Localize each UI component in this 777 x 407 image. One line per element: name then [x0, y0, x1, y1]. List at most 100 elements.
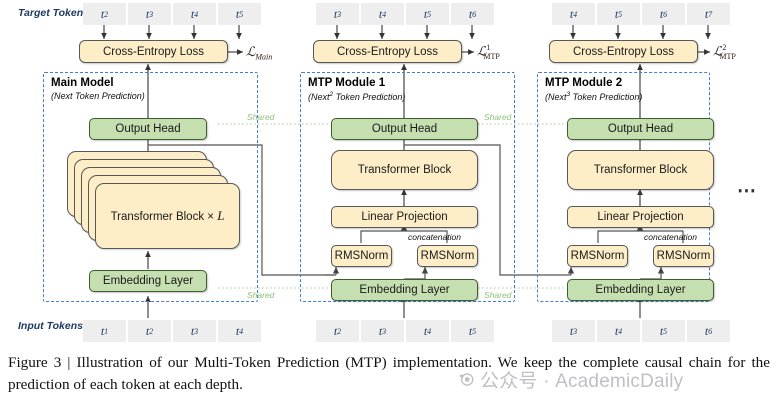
shared-label-embedding-2: Shared [484, 290, 512, 300]
main-model-title: Main Model [51, 77, 114, 89]
output-head-mtp-2: Output Head [567, 118, 714, 140]
token-index: 7 [708, 9, 713, 19]
subtitle-post: Token Prediction) [333, 92, 406, 102]
output-head-main: Output Head [89, 118, 207, 140]
main-model-subtitle: (Next Token Prediction) [51, 91, 145, 101]
loss-cal-symbol: ℒ [477, 43, 487, 59]
subtitle-post: Token Prediction) [570, 92, 643, 102]
mtp-module-2-title: MTP Module 2 [545, 77, 623, 89]
cross-entropy-loss-box: Cross-Entropy Loss [313, 40, 462, 63]
token-index: 3 [194, 326, 199, 336]
token-index: 4 [573, 9, 578, 19]
token-index: 5 [663, 326, 668, 336]
transformer-block-mtp-2: Transformer Block [567, 150, 714, 190]
rmsnorm-left-mtp-1: RMSNorm [331, 245, 392, 267]
token-index: 5 [427, 9, 432, 19]
token-index: 3 [149, 9, 154, 19]
cross-entropy-loss-box: Cross-Entropy Loss [79, 40, 228, 63]
rmsnorm-right-mtp-1: RMSNorm [417, 245, 478, 267]
main-model-container: Main Model (Next Token Prediction) [43, 72, 258, 302]
subtitle-sup: 3 [566, 91, 571, 98]
cross-entropy-loss-box: Cross-Entropy Loss [549, 40, 698, 63]
transformer-block-label: Transformer Block × L [111, 208, 225, 224]
more-modules-ellipsis: ⋯ [737, 181, 758, 202]
mtp-module-1-subtitle: (Next2 Token Prediction) [308, 91, 405, 102]
token-index: 3 [337, 9, 342, 19]
mtp-module-1-container: MTP Module 1 (Next2 Token Prediction) [300, 72, 515, 302]
token-index: 4 [382, 9, 387, 19]
embedding-layer-mtp-2: Embedding Layer [567, 279, 714, 301]
embedding-layer-mtp-1: Embedding Layer [331, 279, 478, 301]
token-index: 2 [337, 326, 342, 336]
subtitle-sup: 2 [329, 91, 334, 98]
loss-subscript: MTP [483, 51, 500, 61]
shared-label-output-head-1: Shared [247, 112, 275, 122]
loss-symbol-mtp-2: ℒ2MTP [713, 43, 736, 61]
linear-projection-mtp-2: Linear Projection [567, 206, 714, 228]
rmsnorm-right-mtp-2: RMSNorm [653, 245, 714, 267]
loss-cal-symbol: ℒ [713, 43, 723, 59]
loss-subscript: Main [255, 52, 273, 62]
token-index: 2 [104, 9, 109, 19]
token-index: 5 [239, 9, 244, 19]
token-index: 3 [382, 326, 387, 336]
transformer-block-mtp-1: Transformer Block [331, 150, 478, 190]
token-index: 4 [239, 326, 244, 336]
loss-symbol-main: ℒMain [246, 44, 272, 62]
loss-symbol-mtp-1: ℒ1MTP [477, 43, 500, 61]
figure-caption: Figure 3 | Illustration of our Multi-Tok… [8, 354, 770, 393]
loss-subscript: MTP [719, 51, 736, 61]
token-index: 6 [472, 9, 477, 19]
transformer-text: Transformer Block × L [110, 208, 225, 223]
token-index: 6 [708, 326, 713, 336]
output-head-mtp-1: Output Head [331, 118, 478, 140]
token-index: 3 [573, 326, 578, 336]
target-tokens-label: Target Tokens [18, 7, 89, 19]
transformer-block-main: Transformer Block × L [95, 183, 240, 249]
token-index: 5 [472, 326, 477, 336]
token-index: 6 [663, 9, 668, 19]
rmsnorm-left-mtp-2: RMSNorm [567, 245, 628, 267]
token-index: 2 [149, 326, 154, 336]
concatenation-label-2: concatenation [644, 232, 697, 242]
subtitle-pre: (Next [308, 92, 330, 102]
subtitle-pre: (Next [51, 91, 73, 101]
token-index: 4 [194, 9, 199, 19]
mtp-module-2-subtitle: (Next3 Token Prediction) [545, 91, 642, 102]
linear-projection-mtp-1: Linear Projection [331, 206, 478, 228]
concatenation-label-1: concatenation [408, 232, 461, 242]
shared-label-embedding-1: Shared [247, 290, 275, 300]
subtitle-pre: (Next [545, 92, 567, 102]
mtp-module-1-title: MTP Module 1 [308, 77, 386, 89]
loss-superscript: 1 [486, 43, 491, 52]
token-index: 1 [104, 326, 109, 336]
token-index: 4 [427, 326, 432, 336]
shared-label-output-head-2: Shared [484, 112, 512, 122]
subtitle-post: Token Prediction) [72, 91, 145, 101]
loss-cal-symbol: ℒ [246, 44, 256, 59]
token-index: 4 [618, 326, 623, 336]
